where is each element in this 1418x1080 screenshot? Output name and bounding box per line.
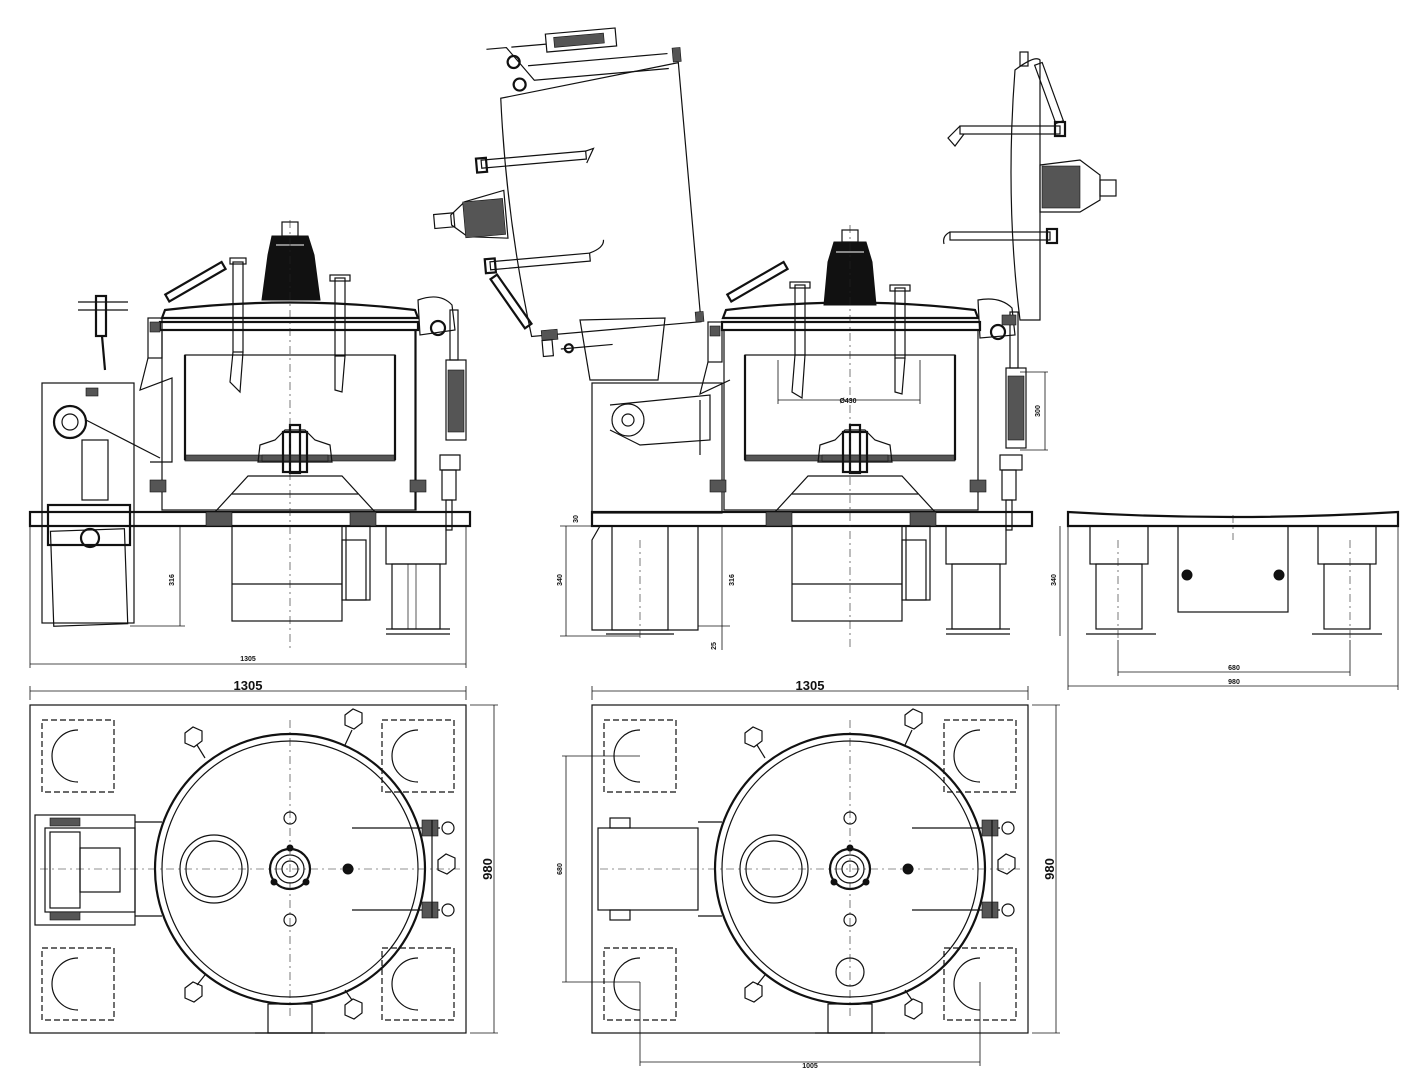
top-view-left: 1305 980 [29,678,498,1034]
dim-front-mid-plate: 30 [573,515,580,523]
dim-side-spacing-outer: 980 [1228,679,1240,686]
front-view-middle: Ø430 300 [432,27,1117,650]
dim-front-mid-drum-height: 300 [1035,405,1042,417]
dim-front-mid-height-b: 316 [729,574,736,586]
dim-top-right-bolt-v: 680 [557,863,564,875]
dim-top-right-height: 980 [1042,858,1057,880]
dim-front-left-width: 1305 [240,656,256,663]
dim-front-mid-drum-dia: Ø430 [839,398,856,405]
dim-top-right-width: 1305 [796,678,825,693]
dim-side-spacing-inner: 680 [1228,665,1240,672]
side-view-right: 680 980 340 [1051,510,1400,690]
top-view-right: 1305 980 [557,678,1060,1070]
clamp-knobs-left [184,708,456,1020]
dim-front-left-height: 316 [169,574,176,586]
dim-side-height: 340 [1051,574,1058,586]
dim-top-right-bolt-h: 1005 [802,1063,818,1070]
dim-top-left-width: 1305 [234,678,263,693]
dim-front-mid-height-a: 340 [557,574,564,586]
dim-top-left-height: 980 [480,858,495,880]
dim-front-mid-offset: 25 [711,642,718,650]
clamp-knobs-right [744,708,1016,1020]
front-view-left: 1305 316 [28,220,472,668]
